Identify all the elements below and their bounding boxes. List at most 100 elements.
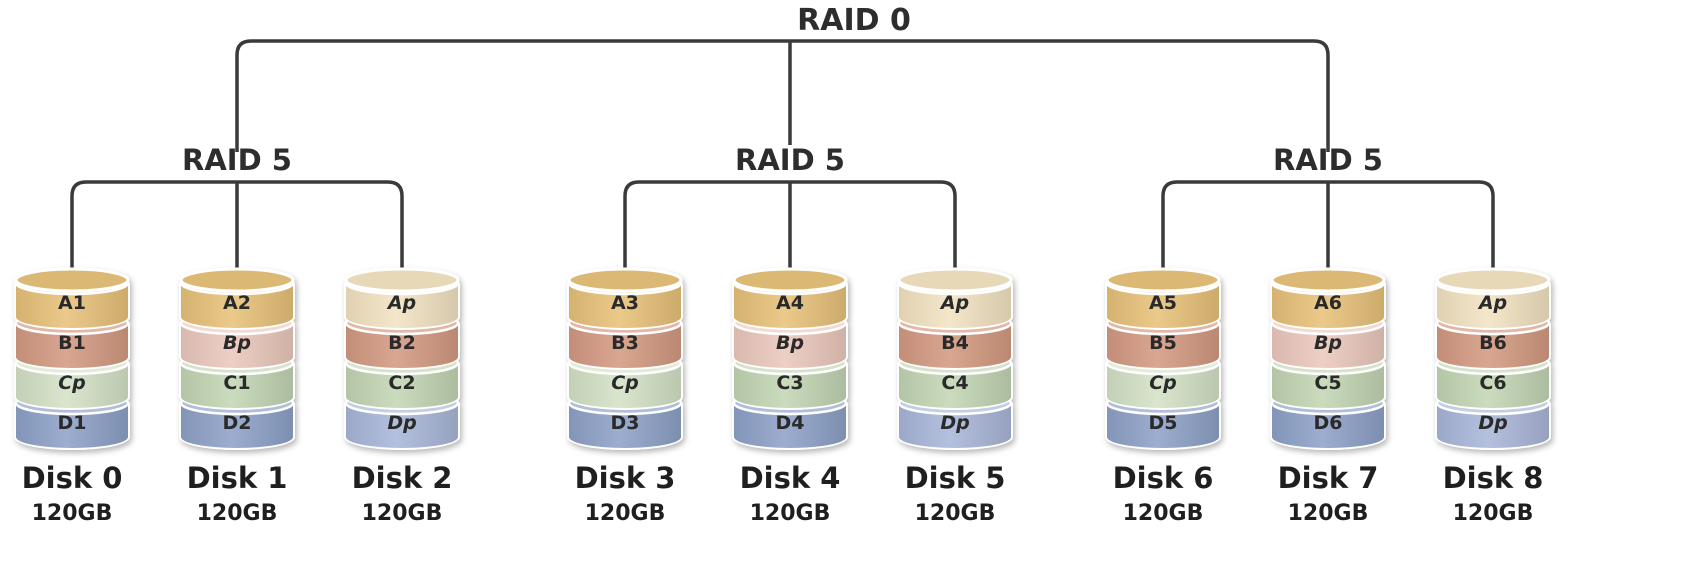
- disk-top-cap: [179, 267, 295, 293]
- block-label: Ap: [1477, 292, 1507, 314]
- block-label: Bp: [1314, 332, 1342, 354]
- disk-band: [899, 323, 1011, 368]
- block-label: C3: [776, 372, 803, 394]
- disk-band: [734, 283, 846, 328]
- block-label: B5: [1149, 332, 1177, 354]
- disk-band: [16, 403, 128, 448]
- disk-band: [1437, 283, 1549, 328]
- disk-band: [16, 283, 128, 328]
- block-label: B4: [941, 332, 969, 354]
- block-label: A3: [611, 292, 639, 314]
- disk-band: [346, 403, 458, 448]
- disk-band: [1107, 363, 1219, 408]
- disk-top-cap: [1105, 267, 1221, 293]
- disk-band: [181, 403, 293, 448]
- disk-band: [346, 283, 458, 328]
- disk-top-cap: [897, 267, 1013, 293]
- disk-stack: [1435, 267, 1551, 450]
- block-label: D1: [58, 412, 87, 434]
- disk-capacity: 120GB: [32, 501, 113, 526]
- block-label: Bp: [223, 332, 251, 354]
- block-label: Dp: [387, 412, 416, 434]
- disk-band: [181, 283, 293, 328]
- disk-band: [181, 363, 293, 408]
- disk-band: [16, 363, 128, 408]
- disk-stack: [732, 267, 848, 450]
- disk-name: Disk 6: [1113, 461, 1214, 495]
- disk-band: [1272, 403, 1384, 448]
- disk-band: [1437, 323, 1549, 368]
- block-label: B6: [1479, 332, 1507, 354]
- disk-stack: [897, 267, 1013, 450]
- block-label: A5: [1149, 292, 1177, 314]
- disk-band: [1272, 283, 1384, 328]
- disk-band: [734, 323, 846, 368]
- block-label: Cp: [611, 372, 639, 394]
- disk-band: [346, 363, 458, 408]
- disk-band: [569, 403, 681, 448]
- block-label: A6: [1314, 292, 1342, 314]
- disk-band: [569, 283, 681, 328]
- block-label: Cp: [58, 372, 86, 394]
- block-label: Ap: [386, 292, 416, 314]
- block-label: A2: [223, 292, 251, 314]
- connector-lines: [70, 39, 1495, 280]
- disk-stack: [1105, 267, 1221, 450]
- block-label: A1: [58, 292, 86, 314]
- raid5-group-label: RAID 5: [182, 143, 292, 177]
- disk-capacity: 120GB: [362, 501, 443, 526]
- disk-name: Disk 3: [575, 461, 676, 495]
- disk-stack: [344, 267, 460, 450]
- block-label: D5: [1149, 412, 1178, 434]
- disk-band: [1437, 363, 1549, 408]
- disk-top-cap: [567, 267, 683, 293]
- disk-capacity: 120GB: [750, 501, 831, 526]
- disk-band: [1437, 403, 1549, 448]
- block-label: D4: [776, 412, 805, 434]
- disk-stack: [567, 267, 683, 450]
- disk-top-cap: [1270, 267, 1386, 293]
- raid5-group-label: RAID 5: [735, 143, 845, 177]
- disk-band: [569, 323, 681, 368]
- disk-band: [899, 363, 1011, 408]
- disk-band: [1107, 403, 1219, 448]
- disk-name: Disk 0: [22, 461, 123, 495]
- disk-name: Disk 2: [352, 461, 453, 495]
- disk-name: Disk 7: [1278, 461, 1379, 495]
- disk-name: Disk 4: [740, 461, 841, 495]
- block-label: D3: [611, 412, 640, 434]
- disk-capacity: 120GB: [197, 501, 278, 526]
- raid0-label: RAID 0: [797, 3, 911, 38]
- raid5-group-label: RAID 5: [1273, 143, 1383, 177]
- disk-capacity: 120GB: [915, 501, 996, 526]
- block-label: Ap: [939, 292, 969, 314]
- block-label: B2: [388, 332, 416, 354]
- disk-band: [734, 363, 846, 408]
- disk-band: [899, 403, 1011, 448]
- disk-capacity: 120GB: [1453, 501, 1534, 526]
- disk-top-cap: [14, 267, 130, 293]
- disk-band: [1107, 283, 1219, 328]
- block-label: Bp: [776, 332, 804, 354]
- disk-top-cap: [732, 267, 848, 293]
- disk-band: [1107, 323, 1219, 368]
- block-label: Cp: [1149, 372, 1177, 394]
- block-label: D2: [223, 412, 252, 434]
- raid0-connector: [235, 39, 1330, 152]
- block-label: B1: [58, 332, 86, 354]
- disk-capacity: 120GB: [1288, 501, 1369, 526]
- block-label: A4: [776, 292, 804, 314]
- block-label: Dp: [1478, 412, 1507, 434]
- block-label: Dp: [940, 412, 969, 434]
- block-label: C6: [1479, 372, 1506, 394]
- disk-band: [1272, 323, 1384, 368]
- block-label: B3: [611, 332, 639, 354]
- disk-band: [1272, 363, 1384, 408]
- disk-top-cap: [1435, 267, 1551, 293]
- disk-band: [899, 283, 1011, 328]
- disk-name: Disk 8: [1443, 461, 1544, 495]
- disk-stack: [14, 267, 130, 450]
- disk-stack: [179, 267, 295, 450]
